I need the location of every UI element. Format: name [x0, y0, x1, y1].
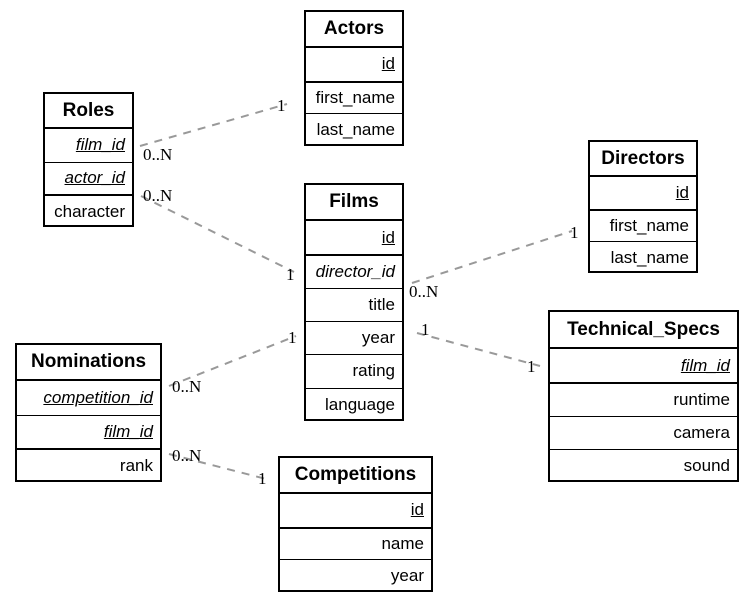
entity-title-directors: Directors: [590, 142, 696, 177]
attribute-row-directors-id[interactable]: id: [590, 177, 696, 209]
attribute-row-technical_specs-runtime[interactable]: runtime: [550, 382, 737, 415]
attribute-row-technical_specs-sound[interactable]: sound: [550, 448, 737, 482]
attribute-row-roles-film_id[interactable]: film_id: [45, 129, 132, 162]
attribute-label-directors-last_name: last_name: [610, 247, 689, 267]
attribute-label-nominations-film_id: film_id: [103, 421, 153, 441]
attribute-label-films-rating: rating: [352, 361, 395, 381]
attribute-row-technical_specs-camera[interactable]: camera: [550, 415, 737, 449]
cardinality-films-directors-source: 0..N: [409, 282, 439, 301]
attribute-label-films-id: id: [381, 227, 395, 247]
entity-table-competitions[interactable]: Competitions id name year: [278, 456, 433, 592]
attribute-row-directors-last_name[interactable]: last_name: [590, 241, 696, 273]
attribute-label-competitions-id: id: [410, 500, 424, 520]
entity-title-nominations: Nominations: [17, 345, 160, 381]
cardinality-nominations-competitions-target: 1: [258, 469, 267, 488]
attribute-row-competitions-id[interactable]: id: [280, 494, 431, 527]
attribute-label-directors-id: id: [675, 183, 689, 202]
attribute-label-technical_specs-sound: sound: [683, 455, 730, 475]
attribute-label-actors-last_name: last_name: [316, 120, 395, 140]
attribute-row-directors-first_name[interactable]: first_name: [590, 209, 696, 241]
attribute-row-films-year[interactable]: year: [306, 320, 402, 354]
attribute-label-competitions-name: name: [381, 533, 424, 553]
attribute-label-technical_specs-runtime: runtime: [673, 389, 730, 409]
attribute-label-competitions-year: year: [390, 566, 424, 586]
entity-title-films: Films: [306, 185, 402, 221]
entity-table-directors[interactable]: Directors id first_name last_name: [588, 140, 698, 273]
relationship-line-roles-actors: [139, 103, 288, 147]
attribute-row-films-title[interactable]: title: [306, 287, 402, 321]
attribute-label-films-director_id: director_id: [315, 261, 395, 281]
attribute-row-nominations-film_id[interactable]: film_id: [17, 414, 160, 449]
cardinality-roles-actors-target: 1: [277, 96, 286, 115]
attribute-row-nominations-rank[interactable]: rank: [17, 448, 160, 482]
entity-table-roles[interactable]: Roles film_id actor_id character: [43, 92, 134, 227]
attribute-row-films-rating[interactable]: rating: [306, 354, 402, 387]
attribute-row-competitions-name[interactable]: name: [280, 526, 431, 560]
entity-table-actors[interactable]: Actors id first_name last_name: [304, 10, 404, 146]
entity-title-actors: Actors: [306, 12, 402, 48]
attribute-row-actors-first_name[interactable]: first_name: [306, 80, 402, 114]
attribute-label-technical_specs-film_id: film_id: [680, 355, 730, 375]
relationship-line-roles-films: [140, 195, 295, 273]
attribute-row-roles-character[interactable]: character: [45, 194, 132, 227]
attribute-label-nominations-competition_id: competition_id: [43, 387, 153, 407]
attribute-row-actors-id[interactable]: id: [306, 48, 402, 81]
entity-title-technical_specs: Technical_Specs: [550, 312, 737, 349]
attribute-row-films-id[interactable]: id: [306, 221, 402, 254]
attribute-row-technical_specs-film_id[interactable]: film_id: [550, 349, 737, 382]
attribute-row-films-language[interactable]: language: [306, 387, 402, 421]
cardinality-roles-films-source: 0..N: [143, 186, 173, 205]
cardinality-roles-films-target: 1: [286, 265, 295, 284]
attribute-label-nominations-rank: rank: [119, 456, 153, 476]
entity-title-competitions: Competitions: [280, 458, 431, 494]
cardinality-nominations-films-source: 0..N: [172, 377, 202, 396]
attribute-label-actors-id: id: [381, 54, 395, 74]
attribute-label-roles-character: character: [54, 201, 125, 221]
relationship-line-films-technical_specs: [416, 332, 541, 367]
attribute-label-films-title: title: [368, 294, 395, 314]
entity-title-roles: Roles: [45, 94, 132, 129]
cardinality-nominations-films-target: 1: [288, 328, 297, 347]
attribute-row-roles-actor_id[interactable]: actor_id: [45, 161, 132, 195]
attribute-label-directors-first_name: first_name: [609, 216, 689, 235]
cardinality-films-directors-target: 1: [570, 223, 579, 242]
cardinality-roles-actors-source: 0..N: [143, 145, 173, 164]
attribute-label-roles-actor_id: actor_id: [64, 168, 125, 188]
attribute-row-actors-last_name[interactable]: last_name: [306, 113, 402, 146]
attribute-label-films-language: language: [325, 394, 395, 414]
attribute-label-films-year: year: [361, 328, 395, 348]
attribute-label-actors-first_name: first_name: [315, 87, 395, 107]
relationship-line-films-directors: [411, 230, 573, 284]
cardinality-films-technical_specs-source: 1: [421, 320, 430, 339]
attribute-row-nominations-competition_id[interactable]: competition_id: [17, 381, 160, 415]
attribute-row-films-director_id[interactable]: director_id: [306, 254, 402, 287]
attribute-label-technical_specs-camera: camera: [673, 422, 730, 442]
attribute-row-competitions-year[interactable]: year: [280, 559, 431, 592]
attribute-label-roles-film_id: film_id: [75, 135, 125, 155]
cardinality-films-technical_specs-target: 1: [527, 357, 536, 376]
cardinality-nominations-competitions-source: 0..N: [172, 446, 202, 465]
